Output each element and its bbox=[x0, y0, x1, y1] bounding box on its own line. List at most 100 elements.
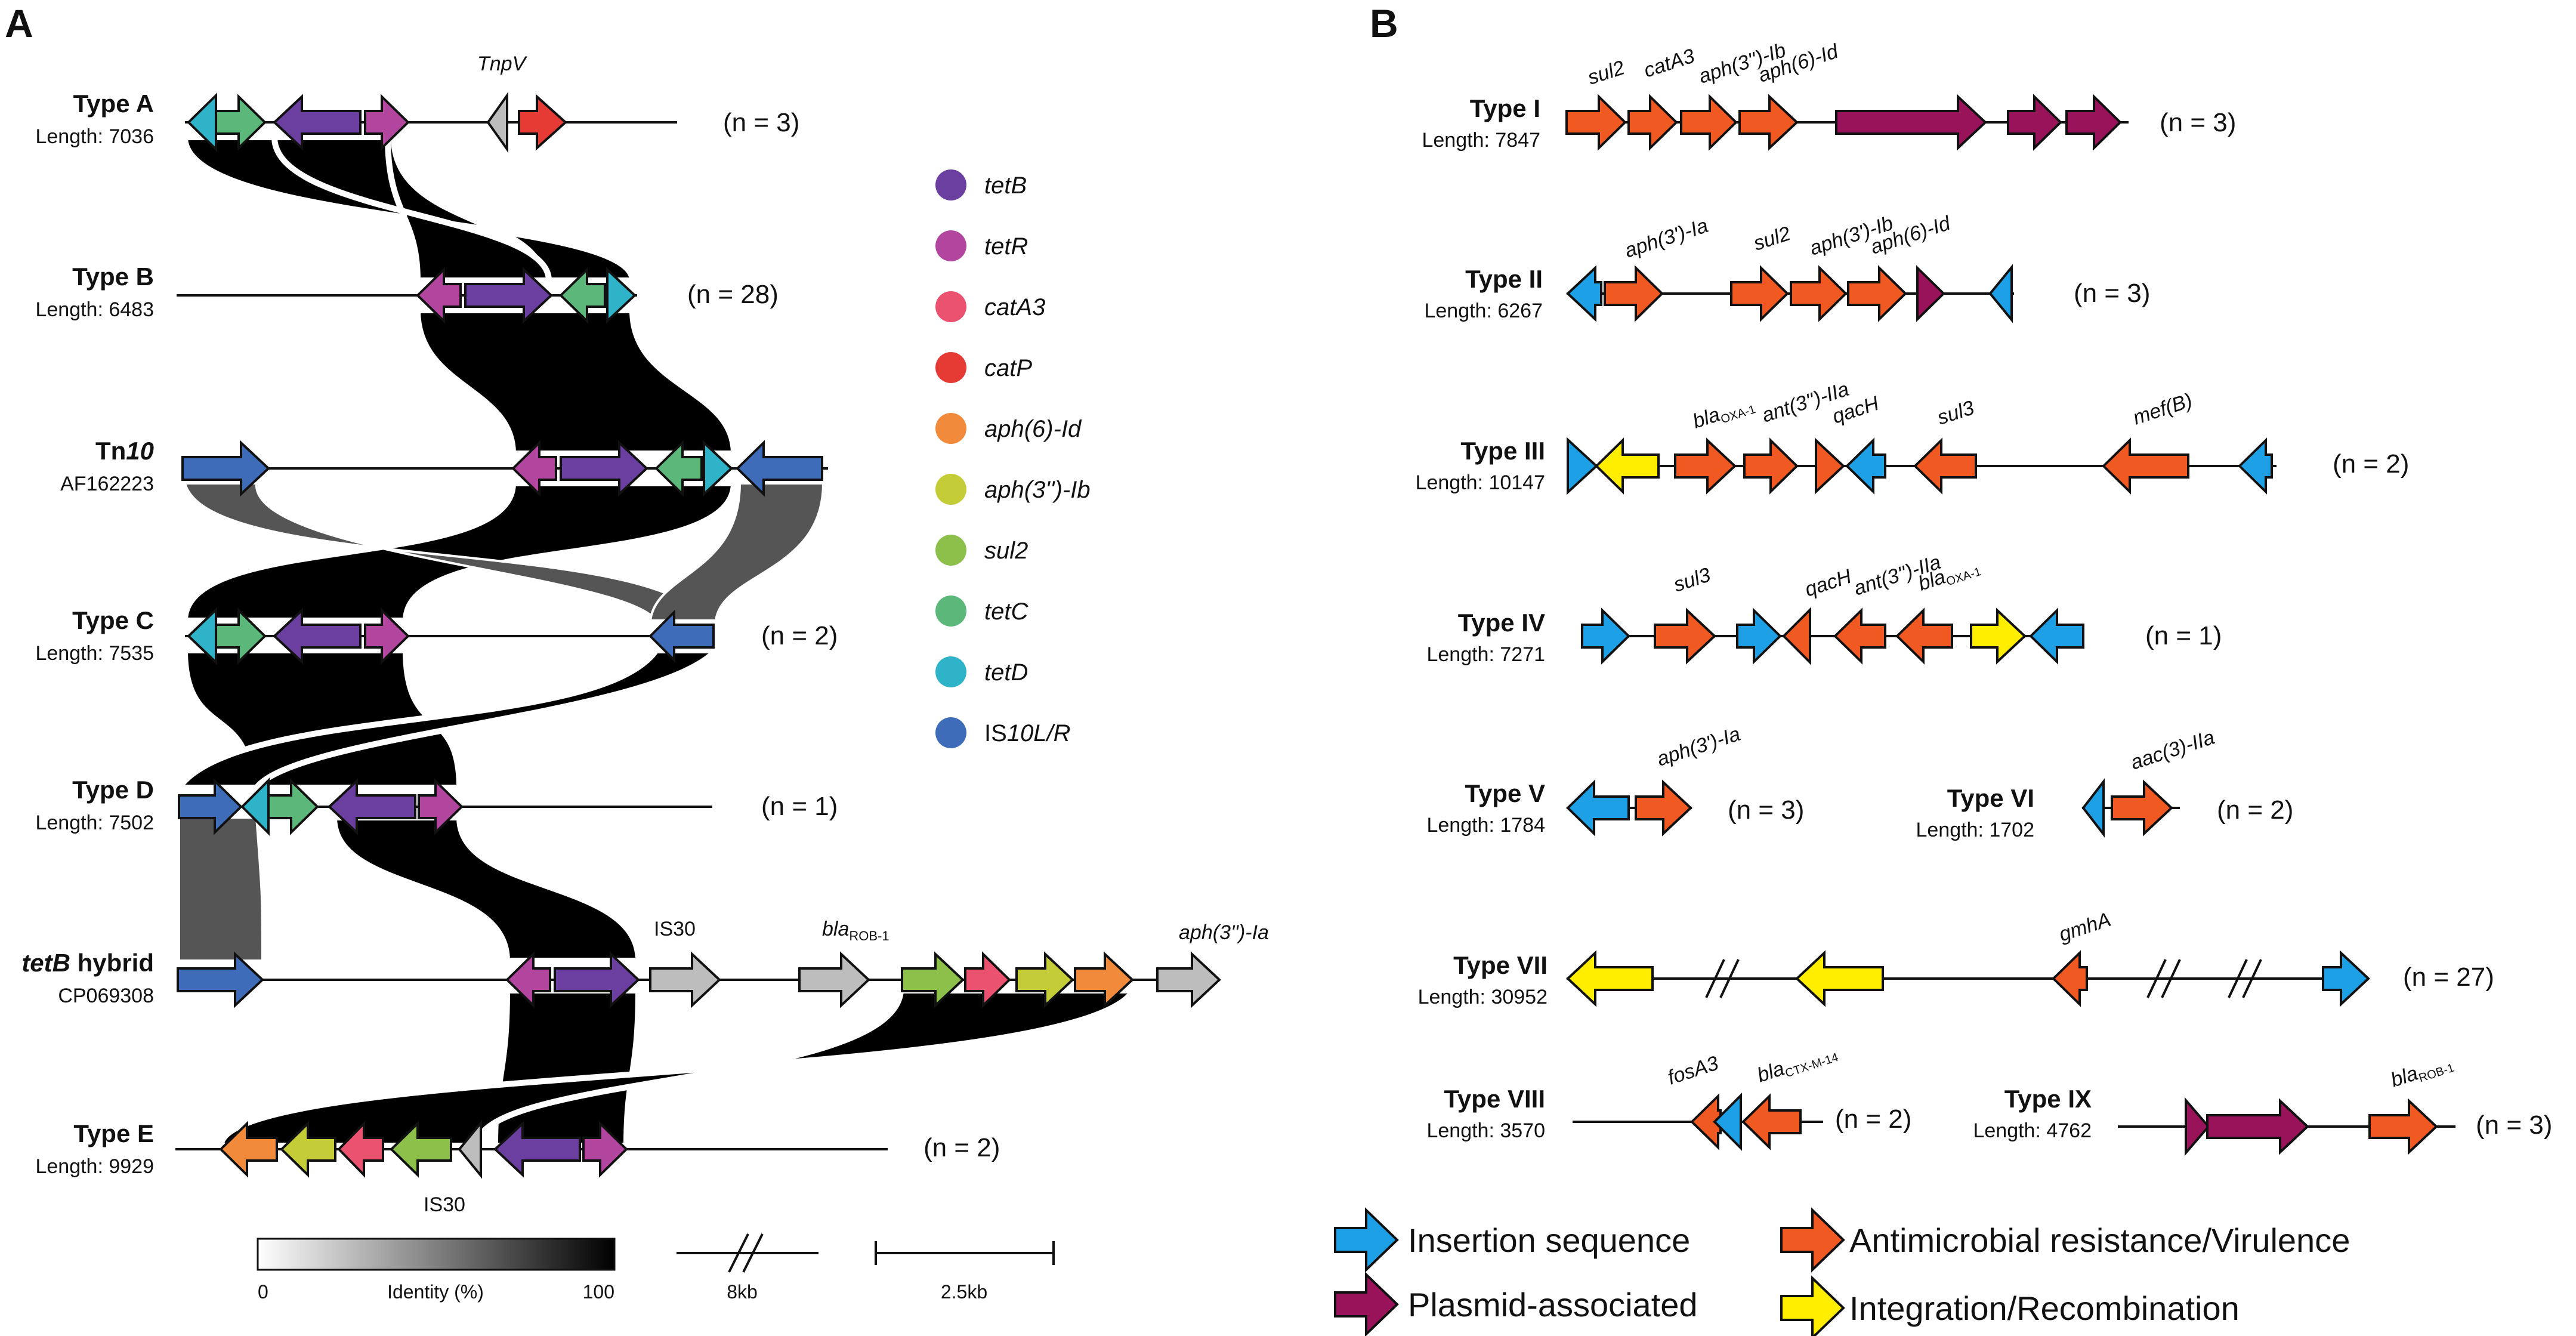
t3-bla-sub: OXA-1 bbox=[1719, 403, 1758, 426]
type-i-count: (n = 3) bbox=[2160, 108, 2236, 137]
key-insertion-arrow bbox=[1334, 1207, 1399, 1273]
panel-b-counts: (n = 3) (n = 3) (n = 2) (n = 1) (n = 3) … bbox=[1728, 108, 2552, 1140]
legend-dot-5 bbox=[935, 474, 966, 505]
t2-aph3ia bbox=[1604, 265, 1664, 322]
type-b-name: Type B bbox=[72, 263, 154, 291]
type-v-count: (n = 3) bbox=[1728, 795, 1804, 825]
t8-fosa3-label: fosA3 bbox=[1665, 1052, 1722, 1090]
type-vi-name: Type VI bbox=[1947, 784, 2034, 812]
ribbon-d-hybrid bbox=[331, 814, 642, 964]
t6-aac bbox=[2111, 779, 2173, 837]
key-integration-arrow bbox=[1780, 1275, 1845, 1336]
type-viii-length: Length: 3570 bbox=[1426, 1119, 1545, 1142]
t3-sul3-label: sul3 bbox=[1935, 396, 1977, 429]
t7-integrase-1 bbox=[1566, 950, 1654, 1007]
t8-bla-sub: CTX-M-14 bbox=[1784, 1051, 1840, 1080]
t4-ant bbox=[1833, 607, 1886, 665]
t4-is-2 bbox=[1736, 607, 1782, 665]
t1-cata3-label: catA3 bbox=[1641, 45, 1698, 82]
tn10-tetb bbox=[560, 440, 648, 497]
type-vii-name: Type VII bbox=[1453, 951, 1548, 979]
is30-bottom-label: IS30 bbox=[424, 1193, 465, 1216]
tn10-accession: AF162223 bbox=[60, 473, 154, 495]
type-a-name: Type A bbox=[73, 90, 154, 118]
t4-sul3-label: sul3 bbox=[1671, 563, 1713, 596]
identity-max: 100 bbox=[583, 1281, 614, 1303]
t2-plasmid bbox=[1916, 265, 1945, 322]
type-d-length: Length: 7502 bbox=[35, 812, 154, 834]
key-amr-label: Antimicrobial resistance/Virulence bbox=[1849, 1221, 2350, 1259]
type-a-tnpv bbox=[486, 91, 508, 153]
type-vii-count: (n = 27) bbox=[2403, 962, 2494, 992]
t4-is-3 bbox=[2029, 607, 2084, 665]
hybrid-tetr bbox=[505, 951, 551, 1008]
panel-b-letter: B bbox=[1370, 1, 1398, 45]
t9-bla-sub: ROB-1 bbox=[2417, 1062, 2456, 1085]
bla-rob-label: blaROB-1 bbox=[822, 918, 889, 943]
panel-a-row-labels: Type A Length: 7036 Type B Length: 6483 … bbox=[21, 90, 154, 1178]
legend-dot-8 bbox=[935, 656, 966, 687]
panel-a-counts: (n = 3) (n = 28) (n = 2) (n = 1) (n = 2) bbox=[687, 108, 1000, 1162]
type-c-tetr bbox=[364, 607, 410, 665]
type-c-name: Type C bbox=[72, 606, 154, 634]
type-c-tetb bbox=[273, 607, 362, 665]
panel-a-genes bbox=[177, 91, 1221, 1179]
tn10-is10-right bbox=[736, 440, 823, 497]
type-b-tetd bbox=[606, 267, 637, 324]
t9-plasmid bbox=[2206, 1098, 2309, 1155]
type-c-is10 bbox=[648, 609, 715, 663]
t7-is bbox=[2322, 950, 2370, 1007]
legend-label-9-rest: 10L/R bbox=[1007, 720, 1071, 746]
t7-gmha bbox=[2052, 950, 2088, 1007]
t5-aph3ia bbox=[1635, 779, 1692, 837]
t8-is bbox=[1713, 1093, 1742, 1151]
break-3a bbox=[2228, 959, 2248, 998]
t1-aph3ib bbox=[1680, 94, 1738, 151]
key-plasmid-arrow bbox=[1334, 1272, 1399, 1336]
ribbon-a-b bbox=[181, 134, 636, 283]
type-a-tetb bbox=[273, 94, 362, 151]
legend-label-7: tetC bbox=[984, 598, 1028, 625]
t2-sul2 bbox=[1730, 265, 1789, 322]
t4-bla-oxa bbox=[1895, 607, 1953, 665]
legend-dot-4 bbox=[935, 413, 966, 444]
type-a-tetr bbox=[364, 94, 410, 151]
type-vi-length: Length: 1702 bbox=[1916, 819, 2034, 841]
ribbon-is10-cross-2 bbox=[648, 482, 825, 622]
legend-label-5: aph(3'')-Ib bbox=[984, 477, 1091, 503]
identity-gradient-bar bbox=[257, 1238, 616, 1271]
identity-scale: 0 Identity (%) 100 bbox=[257, 1238, 616, 1303]
is30-top-label: IS30 bbox=[654, 918, 696, 940]
break-2a bbox=[2146, 959, 2167, 998]
type-vii-breaks bbox=[1705, 959, 2262, 998]
t7-gmha-label: gmhA bbox=[2056, 908, 2114, 946]
t2-is bbox=[1566, 265, 1602, 322]
t1-plasmid-2 bbox=[2007, 94, 2062, 151]
key-insertion-label: Insertion sequence bbox=[1408, 1221, 1690, 1259]
tn10-name-main: Tn bbox=[95, 437, 126, 465]
tn10-tetd bbox=[703, 440, 733, 497]
type-i-length: Length: 7847 bbox=[1422, 129, 1540, 152]
t1-plasmid-3 bbox=[2065, 94, 2122, 151]
identity-ribbons bbox=[173, 134, 1139, 1149]
type-d-is10 bbox=[178, 778, 243, 835]
t3-qach-tri bbox=[1815, 437, 1845, 495]
t4-qach-label: qacH bbox=[1802, 565, 1855, 601]
tetb-hybrid-rest: hybrid bbox=[70, 949, 154, 977]
t3-bla-oxa bbox=[1674, 437, 1737, 495]
tn10-name: Tn10 bbox=[95, 437, 154, 465]
tetb-hybrid-italic: tetB bbox=[21, 949, 70, 977]
t3-qach-is bbox=[1845, 437, 1886, 495]
type-ii-name: Type II bbox=[1465, 265, 1543, 293]
legend-label-8: tetD bbox=[984, 659, 1028, 686]
legend-dot-6 bbox=[935, 535, 966, 566]
t6-is bbox=[2081, 778, 2105, 838]
category-key bbox=[1334, 1207, 1845, 1336]
type-e-is30 bbox=[458, 1119, 482, 1179]
hybrid-tetb bbox=[554, 951, 640, 1008]
t3-sul3 bbox=[1913, 437, 1977, 495]
legend-dot-0 bbox=[935, 169, 966, 200]
tnpv-label: TnpV bbox=[477, 53, 528, 75]
break-scale-label: 8kb bbox=[727, 1281, 758, 1303]
type-ii-length: Length: 6267 bbox=[1424, 300, 1543, 322]
